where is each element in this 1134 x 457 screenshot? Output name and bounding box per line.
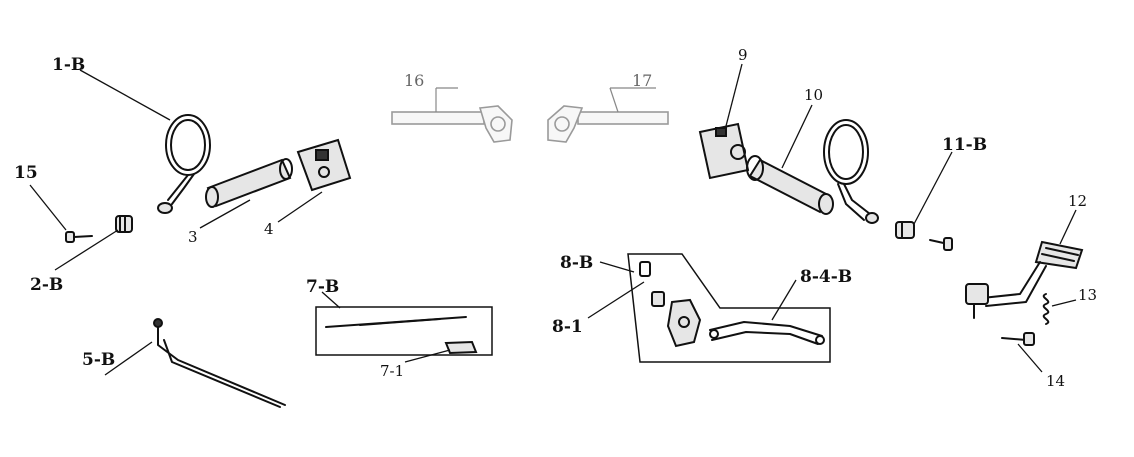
part-4-left-switch	[296, 138, 352, 192]
label-1b: 1-B	[52, 55, 85, 75]
part-8-1-perch	[639, 261, 702, 348]
part-17-right-handlebar	[547, 105, 669, 143]
label-15: 15	[14, 163, 38, 183]
leader-1b	[79, 69, 171, 121]
label-5b: 5-B	[82, 350, 115, 370]
box-8b	[627, 253, 831, 363]
label-16: 16	[404, 71, 424, 90]
leader-17	[609, 87, 619, 113]
leader-7-1	[404, 349, 451, 363]
leader-5b	[104, 341, 153, 376]
leader-10	[781, 104, 813, 169]
part-9-right-switch	[698, 122, 750, 180]
label-3: 3	[188, 228, 198, 246]
label-2b: 2-B	[30, 275, 63, 295]
label-7-1: 7-1	[380, 362, 404, 380]
part-10-right-grip	[746, 155, 834, 215]
box-7b	[315, 306, 493, 356]
label-8b: 8-B	[560, 253, 593, 273]
part-11b-bar-end	[895, 221, 953, 251]
part-5b-stand	[153, 318, 286, 408]
leader-8b	[599, 261, 635, 273]
part-right-mirror	[823, 119, 879, 224]
label-13: 13	[1078, 286, 1097, 304]
label-10: 10	[804, 86, 823, 104]
part-13-spring	[1042, 293, 1050, 325]
leader-2b	[54, 229, 119, 271]
label-8-4b: 8-4-B	[800, 267, 852, 287]
part-7b-cable	[325, 316, 467, 328]
leader-7b	[321, 291, 341, 309]
label-8-1: 8-1	[552, 317, 583, 337]
label-14: 14	[1046, 372, 1065, 390]
leader-4	[277, 191, 323, 223]
leader-9	[725, 63, 743, 127]
leader-3	[199, 199, 251, 229]
leader-12	[1059, 209, 1077, 245]
leader-13	[1051, 299, 1077, 307]
leader-11b	[913, 151, 953, 225]
part-2b-bar-end	[115, 215, 133, 233]
part-14-bolt	[1001, 332, 1035, 346]
label-11b: 11-B	[942, 135, 987, 155]
part-12-brake-pedal	[965, 240, 1084, 319]
part-3-left-grip	[205, 158, 293, 208]
leader-8-1	[587, 281, 645, 319]
leader-8-4b	[771, 279, 797, 321]
label-17: 17	[632, 71, 652, 90]
leader-15	[29, 184, 67, 231]
label-9: 9	[738, 46, 748, 64]
part-16-left-handlebar	[391, 105, 513, 143]
leader-14	[1017, 343, 1043, 373]
part-1b-left-mirror	[157, 114, 211, 214]
part-8-4b-lever	[709, 321, 825, 345]
label-7b: 7-B	[306, 277, 339, 297]
label-12: 12	[1068, 192, 1087, 210]
label-4: 4	[264, 220, 274, 238]
part-7-1-adjuster	[444, 340, 478, 355]
part-15-bolt	[65, 231, 93, 243]
